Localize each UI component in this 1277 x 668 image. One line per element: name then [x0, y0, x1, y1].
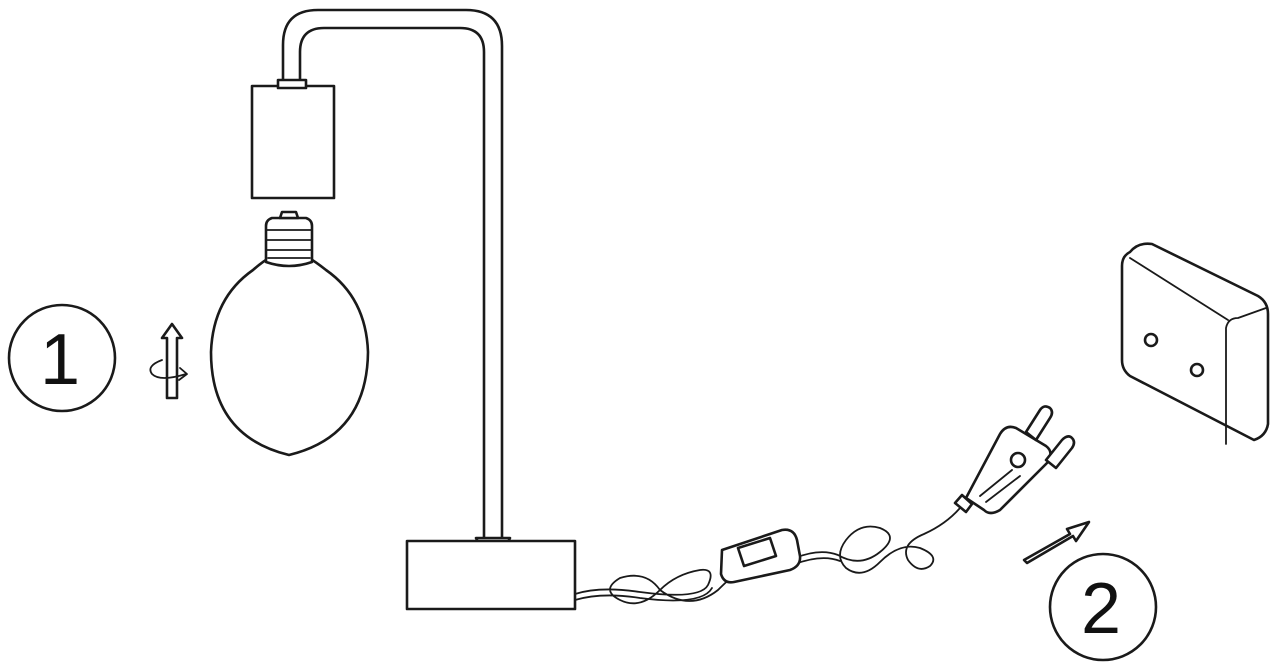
step-2-number: 2 [1081, 569, 1121, 649]
wall-socket [1120, 242, 1270, 445]
screw-in-rotation-icon [149, 322, 188, 400]
lamp-base [405, 539, 577, 611]
power-cord [574, 507, 961, 605]
inline-switch [719, 528, 802, 584]
step-2-badge: 2 [1048, 552, 1158, 662]
lamp-socket [250, 78, 336, 200]
step-1-badge: 1 [7, 303, 117, 413]
insert-arrow-icon [1022, 520, 1091, 565]
step-1-number: 1 [40, 320, 80, 400]
light-bulb [209, 210, 370, 457]
euro-plug [953, 405, 1076, 515]
